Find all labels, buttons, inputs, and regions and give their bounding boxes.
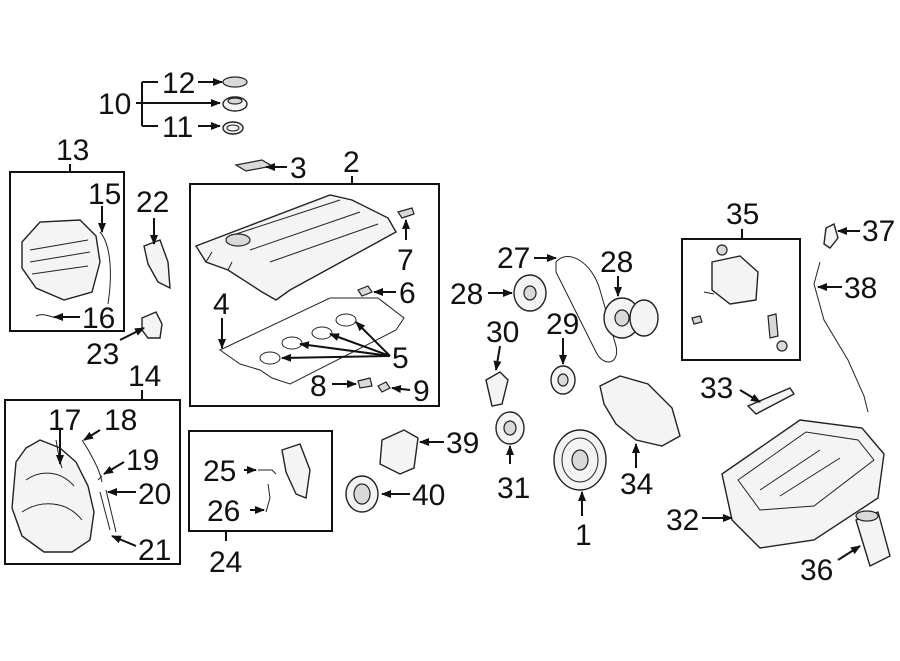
bracket-39-part bbox=[379, 429, 419, 475]
callout-7: 7 bbox=[397, 244, 414, 277]
callout-20: 20 bbox=[138, 478, 171, 511]
callout-2: 2 bbox=[343, 146, 360, 179]
callout-31: 31 bbox=[497, 472, 530, 505]
callout-16: 16 bbox=[82, 302, 115, 335]
callout-14: 14 bbox=[128, 360, 161, 393]
dipstick-38-part bbox=[813, 261, 869, 413]
callout-28-left: 28 bbox=[450, 278, 483, 311]
callout-35: 35 bbox=[726, 198, 759, 231]
sprocket-28-left-part bbox=[513, 274, 547, 312]
callout-29: 29 bbox=[546, 308, 579, 341]
callout-labels: 12 10 11 13 3 2 15 22 7 6 4 16 23 5 14 8… bbox=[48, 67, 895, 587]
callout-17: 17 bbox=[48, 404, 81, 437]
callout-27: 27 bbox=[497, 242, 530, 275]
callout-39: 39 bbox=[446, 427, 479, 460]
callout-1: 1 bbox=[575, 519, 592, 552]
callout-5: 5 bbox=[392, 342, 409, 375]
pulley-31-part bbox=[495, 411, 525, 445]
grommet-6-part bbox=[357, 285, 373, 297]
part-9 bbox=[377, 381, 391, 393]
callout-10: 10 bbox=[98, 88, 131, 121]
tensioner-30-part bbox=[485, 371, 509, 407]
dipstick-cap-37-part bbox=[823, 222, 839, 249]
callout-8: 8 bbox=[310, 370, 327, 403]
callout-11: 11 bbox=[162, 111, 193, 144]
oil-pump-34-part bbox=[599, 375, 681, 447]
callout-21: 21 bbox=[138, 534, 171, 567]
box-14 bbox=[4, 399, 181, 565]
box-2 bbox=[189, 183, 440, 407]
filter-bracket-35-part bbox=[691, 244, 788, 352]
sprocket-28-right-part bbox=[603, 297, 659, 339]
callout-15: 15 bbox=[88, 178, 121, 211]
callout-23: 23 bbox=[86, 338, 119, 371]
timing-cover-upper-part bbox=[21, 219, 111, 319]
callout-36: 36 bbox=[800, 554, 833, 587]
callout-4: 4 bbox=[213, 288, 230, 321]
hose-25-part bbox=[258, 469, 277, 475]
bracket-22-part bbox=[143, 239, 171, 290]
timing-cover-lower-part bbox=[11, 439, 117, 553]
callout-6: 6 bbox=[399, 277, 416, 310]
callout-3: 3 bbox=[290, 152, 307, 185]
callout-22: 22 bbox=[136, 186, 169, 219]
callout-34: 34 bbox=[620, 468, 653, 501]
oil-pan-32-part bbox=[721, 419, 885, 549]
callout-28-right: 28 bbox=[600, 246, 633, 279]
pulley-40-part bbox=[345, 475, 379, 513]
baffle-33-part bbox=[746, 387, 796, 415]
callout-37: 37 bbox=[862, 215, 895, 248]
hose-26-part bbox=[265, 483, 271, 513]
valve-cover-part bbox=[194, 194, 397, 301]
idler-29-part bbox=[550, 365, 576, 395]
callout-25: 25 bbox=[203, 455, 236, 488]
gasket-3-part bbox=[234, 159, 274, 172]
callout-32: 32 bbox=[666, 504, 699, 537]
bolt-7-part bbox=[397, 207, 415, 219]
callout-13: 13 bbox=[56, 134, 89, 167]
callout-40: 40 bbox=[412, 479, 445, 512]
callout-30: 30 bbox=[486, 316, 519, 349]
crank-pulley-1-part bbox=[553, 429, 607, 491]
callout-12: 12 bbox=[162, 67, 195, 100]
callout-9: 9 bbox=[413, 375, 430, 408]
callout-18: 18 bbox=[104, 404, 137, 437]
callout-26: 26 bbox=[207, 495, 240, 528]
part-8 bbox=[357, 377, 373, 389]
oil-filter-36-part bbox=[855, 510, 891, 567]
callout-38: 38 bbox=[844, 272, 877, 305]
callout-24: 24 bbox=[209, 546, 242, 579]
box-13 bbox=[9, 171, 125, 332]
bracket-23-part bbox=[141, 311, 163, 339]
oil-cap-parts bbox=[222, 76, 248, 135]
cover-24-part bbox=[281, 443, 311, 499]
callout-19: 19 bbox=[126, 444, 159, 477]
callout-33: 33 bbox=[700, 372, 733, 405]
timing-belt-27-part bbox=[555, 256, 618, 363]
leader-lines bbox=[53, 78, 861, 561]
box-24 bbox=[188, 430, 333, 532]
